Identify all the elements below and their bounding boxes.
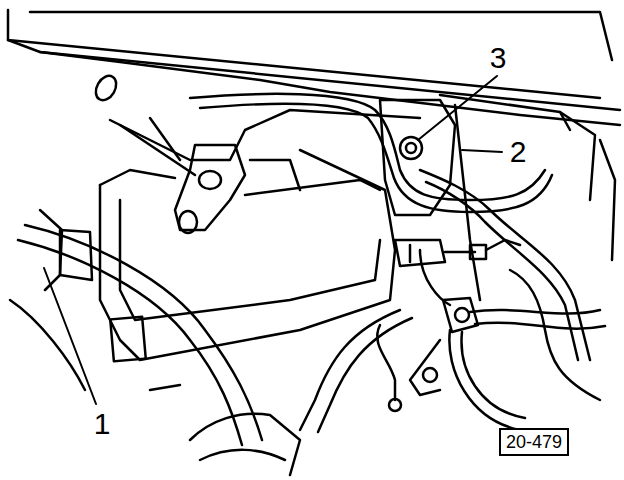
callout-number: 3 — [490, 43, 507, 73]
callout-number: 1 — [94, 409, 111, 439]
callout-number: 2 — [510, 137, 527, 167]
figure-number: 20-479 — [499, 428, 569, 456]
